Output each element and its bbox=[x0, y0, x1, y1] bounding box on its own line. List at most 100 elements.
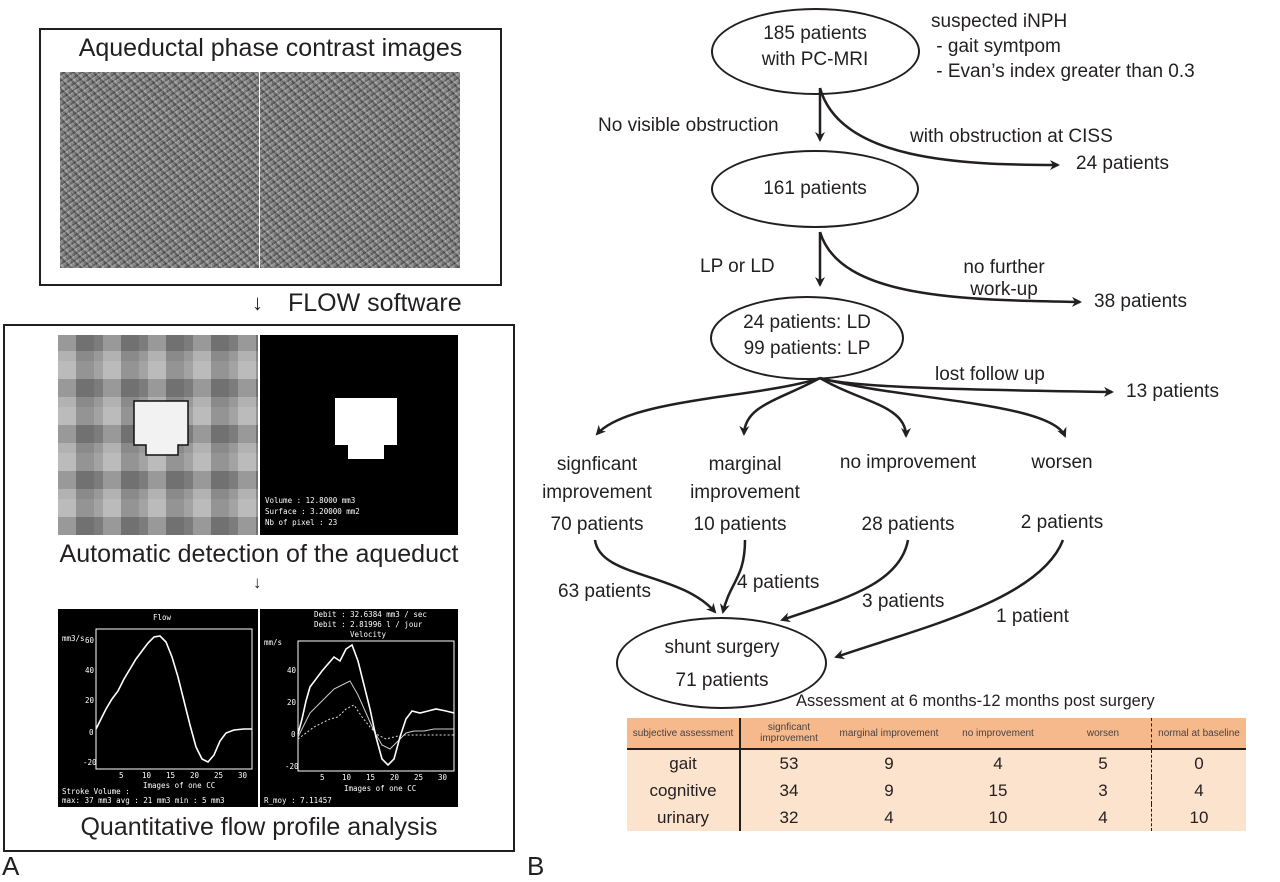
table-caption: Assessment at 6 months-12 months post su… bbox=[796, 692, 1155, 710]
velocity-ytick-neg20: -20 bbox=[285, 762, 299, 771]
flow-stroke-label: Stroke Volume : bbox=[62, 787, 130, 796]
flow-software-label: FLOW software bbox=[288, 289, 462, 317]
flow-ytick-neg20: -20 bbox=[83, 758, 97, 767]
excluded-workup: 38 patients bbox=[1094, 291, 1187, 312]
node-161 bbox=[711, 150, 919, 228]
excluded-obstruction: 24 patients bbox=[1076, 153, 1169, 174]
shunt-node-line2: 71 patients bbox=[675, 670, 769, 691]
phase-contrast-frame bbox=[39, 28, 502, 286]
flow-software-frame bbox=[3, 324, 515, 852]
detection-title: Automatic detection of the aqueduct bbox=[59, 540, 459, 568]
table-cell: 34 bbox=[779, 780, 799, 800]
segmentation-mask-image: Volume : 12.8000 mm3 Surface : 3.20000 m… bbox=[260, 335, 458, 535]
table-row: gait 53 9 4 5 0 bbox=[627, 749, 1246, 777]
node-161-label: 161 patients bbox=[763, 178, 867, 199]
assessment-table: subjective assessment signficant improve… bbox=[627, 718, 1246, 831]
flow-stroke-values: max: 37 mm3 avg : 21 mm3 min : 5 mm3 bbox=[62, 796, 225, 805]
flow-plot-axes bbox=[95, 628, 253, 770]
panel-a-label: A bbox=[2, 851, 20, 881]
edge-no-workup-line2: work-up bbox=[970, 279, 1038, 300]
seg-stat-volume: Volume : 12.8000 mm3 bbox=[265, 496, 356, 505]
velocity-xtick-5: 5 bbox=[320, 773, 325, 782]
down-arrow-analysis: ↓ bbox=[253, 573, 262, 592]
velocity-header-1: Debit : 32.6384 mm3 / sec bbox=[314, 610, 427, 619]
start-node bbox=[711, 8, 920, 95]
row-label: cognitive bbox=[627, 777, 741, 804]
table-cell: 4 bbox=[884, 807, 894, 827]
shunt-node-line1: shunt surgery bbox=[664, 637, 780, 658]
outcome-none-count: 28 patients bbox=[861, 514, 955, 535]
start-node-line2: with PC-MRI bbox=[761, 49, 869, 70]
panel-b-label: B bbox=[527, 851, 545, 881]
criteria-line1: suspected iNPH bbox=[931, 11, 1068, 32]
flow-xtick-10: 10 bbox=[142, 771, 152, 780]
outcome-marginal-line2: improvement bbox=[690, 482, 800, 503]
velocity-plot-xlabel: Images of one CC bbox=[344, 784, 417, 793]
outcome-significant-count: 70 patients bbox=[550, 514, 644, 535]
down-arrow-software: ↓ bbox=[252, 290, 263, 315]
flow-plot: Flow mm3/s 60 40 20 0 -20 5 10 15 20 25 … bbox=[58, 609, 258, 807]
flow-xtick-25: 25 bbox=[214, 771, 224, 780]
table-cell: 10 bbox=[988, 807, 1008, 827]
criteria-line3: - Evan’s index greater than 0.3 bbox=[931, 61, 1195, 82]
velocity-plot: Debit : 32.6384 mm3 / sec Debit : 2.8199… bbox=[260, 609, 458, 807]
header-marginal: marginal improvement bbox=[837, 718, 941, 750]
outcome-none-line1: no improvement bbox=[839, 452, 977, 473]
to-shunt-worsen: 1 patient bbox=[996, 606, 1069, 627]
row-label: gait bbox=[627, 749, 741, 777]
table-header-row: subjective assessment signficant improve… bbox=[627, 718, 1246, 750]
table-cell: 53 bbox=[779, 753, 799, 773]
table-row: urinary 32 4 10 4 10 bbox=[627, 804, 1246, 831]
outcome-marginal-line1: marginal bbox=[708, 454, 782, 475]
table-cell: 9 bbox=[884, 780, 894, 800]
shunt-node bbox=[616, 617, 827, 709]
flow-plot-xlabel: Images of one CC bbox=[143, 781, 216, 790]
velocity-plot-axes bbox=[297, 640, 455, 772]
velocity-ytick-0: 0 bbox=[291, 730, 296, 739]
velocity-plot-ylabel: mm/s bbox=[264, 638, 283, 647]
velocity-xtick-15: 15 bbox=[366, 773, 376, 782]
pixel-roi-image bbox=[58, 335, 258, 535]
table-cell: 32 bbox=[779, 807, 799, 827]
start-node-line1: 185 patients bbox=[763, 23, 867, 44]
flow-plot-ylabel: mm3/s bbox=[62, 634, 85, 643]
edge-obstruction: with obstruction at CISS bbox=[910, 126, 1113, 147]
table-cell: 3 bbox=[1098, 780, 1108, 800]
phase-contrast-image-left bbox=[60, 72, 259, 268]
outcome-worsen-count: 2 patients bbox=[1020, 512, 1104, 533]
header-subjective: subjective assessment bbox=[627, 718, 741, 750]
outcome-worsen-line1: worsen bbox=[1031, 452, 1093, 473]
flow-xtick-20: 20 bbox=[190, 771, 200, 780]
to-shunt-marginal: 4 patients bbox=[737, 572, 820, 593]
table-cell: 4 bbox=[993, 753, 1003, 773]
velocity-ytick-20: 20 bbox=[287, 698, 297, 707]
flow-ytick-40: 40 bbox=[85, 666, 95, 675]
velocity-xtick-20: 20 bbox=[390, 773, 400, 782]
velocity-xtick-10: 10 bbox=[342, 773, 352, 782]
table-cell: 4 bbox=[1151, 777, 1246, 804]
header-none: no improvement bbox=[941, 718, 1055, 750]
flow-xtick-5: 5 bbox=[119, 771, 124, 780]
table-cell: 5 bbox=[1098, 753, 1108, 773]
criteria-line2: - gait symtpom bbox=[931, 36, 1061, 57]
velocity-ytick-40: 40 bbox=[287, 666, 297, 675]
node-tests-line2: 99 patients: LP bbox=[743, 338, 871, 359]
table-row: cognitive 34 9 15 3 4 bbox=[627, 777, 1246, 804]
flow-plot-title: Flow bbox=[152, 613, 172, 622]
velocity-plot-title: Velocity bbox=[349, 630, 387, 639]
seg-stat-pixels: Nb of pixel : 23 bbox=[265, 518, 338, 527]
velocity-xtick-30: 30 bbox=[438, 773, 448, 782]
row-label: urinary bbox=[627, 804, 741, 831]
velocity-footer: R_moy : 7.11457 bbox=[264, 796, 332, 805]
node-tests bbox=[710, 296, 904, 380]
header-significant: signficant improvement bbox=[740, 718, 837, 750]
flow-xtick-15: 15 bbox=[166, 771, 176, 780]
outcome-significant-line1: signficant bbox=[556, 454, 638, 475]
seg-stat-surface: Surface : 3.20000 mm2 bbox=[265, 507, 360, 516]
flow-ytick-60: 60 bbox=[85, 636, 95, 645]
edge-no-workup-line1: no further bbox=[963, 257, 1045, 278]
header-worsen: worsen bbox=[1055, 718, 1152, 750]
to-shunt-significant: 63 patients bbox=[558, 581, 651, 602]
outcome-significant-line2: improvement bbox=[542, 482, 652, 503]
